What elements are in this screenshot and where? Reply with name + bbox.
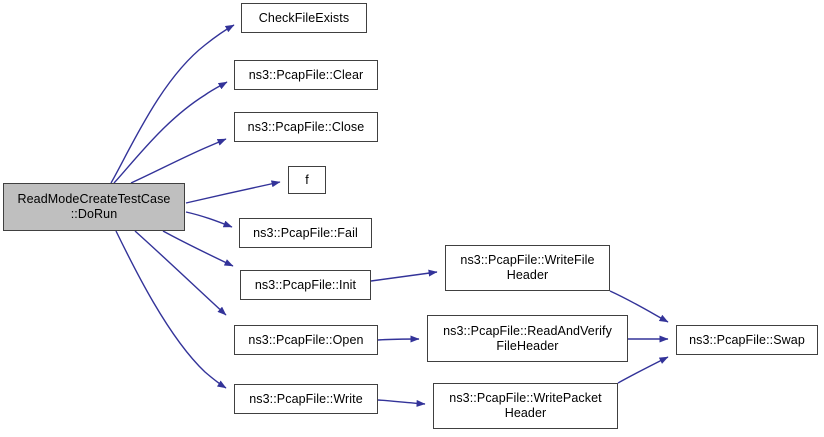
node-ns3-pcapfile-fail[interactable]: ns3::PcapFile::Fail (239, 218, 372, 248)
edge-root-to-close (130, 138, 227, 184)
edge-open-to-readandverifyfileheader (377, 335, 420, 343)
node-readmodecreatetestcase-dorun[interactable]: ReadModeCreateTestCase ::DoRun (3, 183, 185, 231)
node-ns3-pcapfile-writefileheader[interactable]: ns3::PcapFile::WriteFile Header (445, 245, 610, 291)
edge-root-to-open (134, 230, 227, 316)
edge-root-to-init (162, 230, 234, 267)
node-ns3-pcapfile-writepacketheader[interactable]: ns3::PcapFile::WritePacket Header (433, 383, 618, 429)
edge-init-to-writefileheader (370, 269, 438, 282)
edge-root-to-write (115, 230, 227, 389)
node-f[interactable]: f (288, 166, 326, 194)
edge-root-to-clear (113, 81, 228, 184)
node-ns3-pcapfile-close[interactable]: ns3::PcapFile::Close (234, 112, 378, 142)
edge-root-to-fail (185, 211, 233, 228)
node-ns3-pcapfile-init[interactable]: ns3::PcapFile::Init (240, 270, 371, 300)
edge-root-to-checkfileexists (110, 24, 235, 184)
edge-write-to-writepacketheader (377, 399, 426, 407)
node-ns3-pcapfile-open[interactable]: ns3::PcapFile::Open (234, 325, 378, 355)
node-ns3-pcapfile-write[interactable]: ns3::PcapFile::Write (234, 384, 378, 414)
node-ns3-pcapfile-readandverifyfileheader[interactable]: ns3::PcapFile::ReadAndVerify FileHeader (427, 315, 628, 362)
node-ns3-pcapfile-clear[interactable]: ns3::PcapFile::Clear (234, 60, 378, 90)
edge-root-to-f (185, 180, 281, 204)
node-ns3-pcapfile-swap[interactable]: ns3::PcapFile::Swap (676, 325, 818, 355)
node-checkfileexists[interactable]: CheckFileExists (241, 3, 367, 33)
